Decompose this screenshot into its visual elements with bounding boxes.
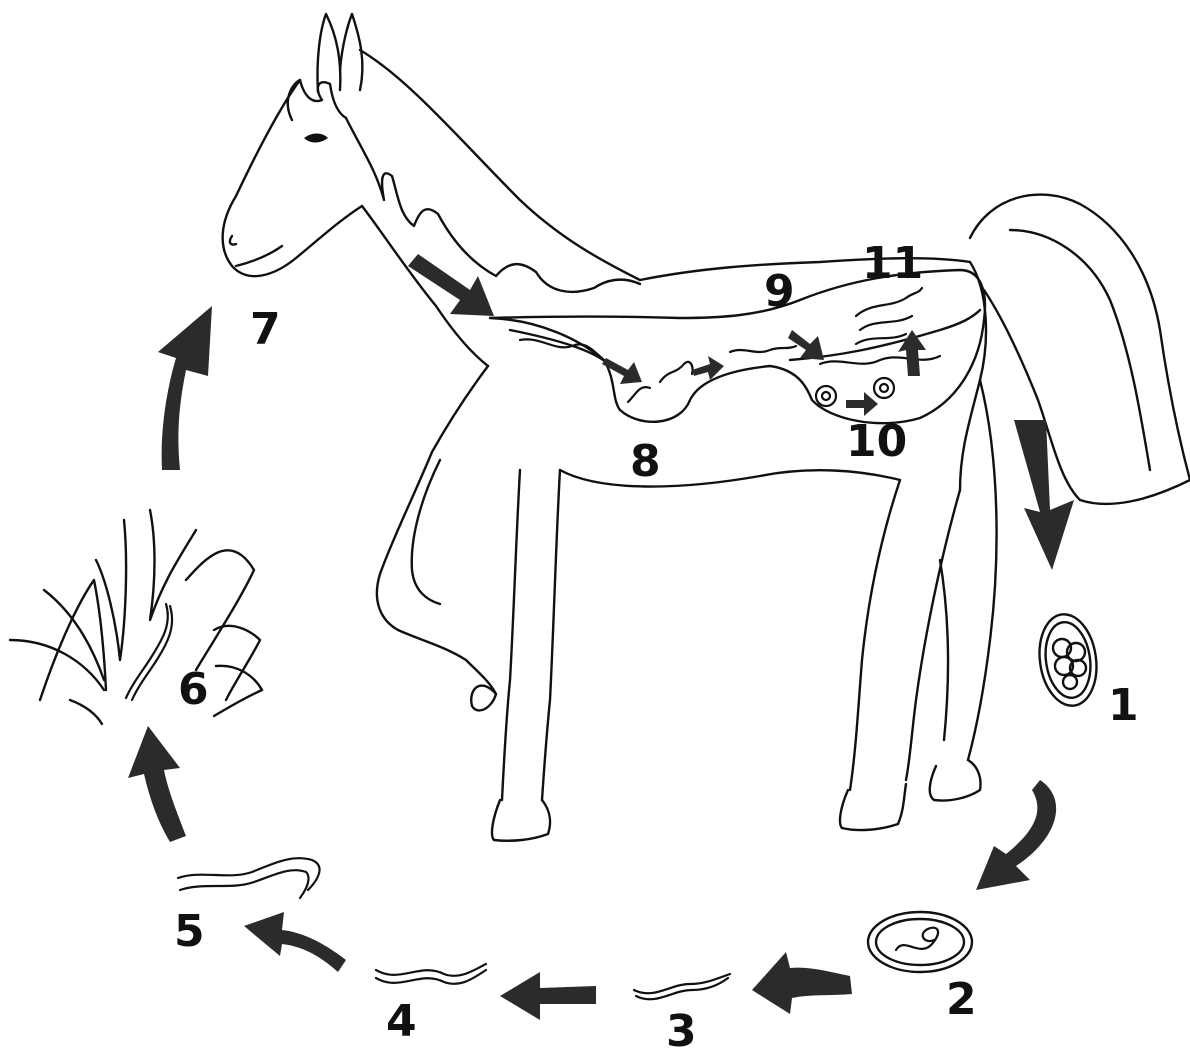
label-5: 5 [174, 906, 205, 957]
label-2: 2 [946, 974, 977, 1025]
gut-arrows [408, 254, 926, 416]
label-11: 11 [862, 238, 923, 289]
stage-2-embryonated-egg [868, 912, 972, 972]
stage-1-egg [1034, 611, 1102, 710]
label-1: 1 [1108, 680, 1139, 731]
label-9: 9 [764, 266, 795, 317]
arrow-4-to-5 [244, 912, 346, 972]
arrow-3-to-4 [500, 972, 596, 1020]
gut-arrow-4 [846, 392, 878, 416]
stage-3-larva [634, 974, 730, 999]
stage-4-larva [376, 964, 486, 984]
gut-arrow-3 [788, 330, 824, 360]
stage-6-grass-with-larva [10, 510, 262, 724]
label-7: 7 [250, 304, 281, 355]
stage-5-larva [178, 858, 320, 898]
label-6: 6 [178, 664, 209, 715]
arrow-6-to-7 [158, 306, 212, 470]
label-3: 3 [666, 1006, 697, 1053]
arrow-1-to-2 [976, 780, 1056, 890]
arrow-2-to-3 [752, 952, 852, 1014]
gut-arrow-5 [898, 330, 926, 376]
label-4: 4 [386, 996, 417, 1047]
label-10: 10 [846, 416, 907, 467]
arrow-5-to-6 [128, 726, 186, 842]
stage-labels: 1 2 3 4 5 6 7 8 9 10 11 [174, 238, 1139, 1053]
label-8: 8 [630, 436, 661, 487]
arrow-to-egg [1014, 420, 1074, 570]
